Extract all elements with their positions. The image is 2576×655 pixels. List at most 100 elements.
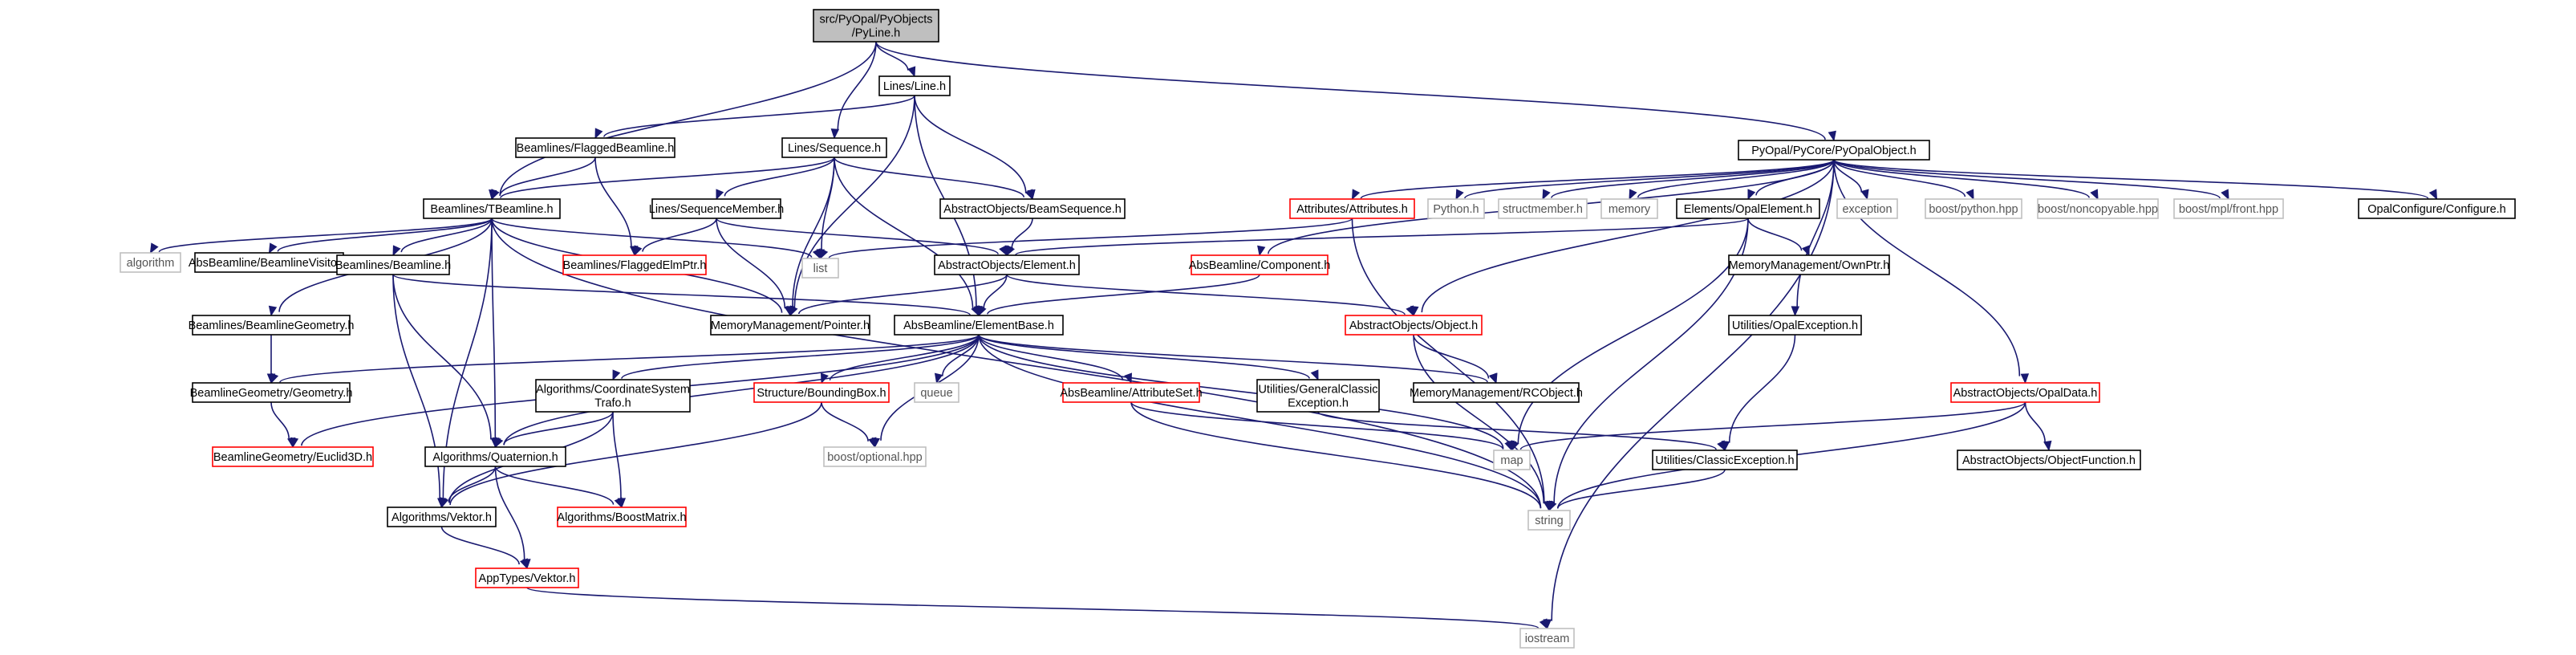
node-opalelement[interactable]: Elements/OpalElement.h bbox=[1676, 198, 1820, 219]
arrowhead bbox=[1965, 189, 1974, 201]
edge-line bbox=[1130, 401, 1542, 509]
node-python: Python.h bbox=[1427, 198, 1485, 219]
arrowhead bbox=[491, 189, 500, 201]
node-sequence[interactable]: Lines/Sequence.h bbox=[781, 137, 887, 158]
node-geometry[interactable]: BeamlineGeometry/Geometry.h bbox=[190, 382, 353, 403]
node-box bbox=[2358, 198, 2516, 219]
edge-line bbox=[1556, 469, 1726, 509]
edge-line bbox=[1011, 218, 1033, 249]
node-box bbox=[515, 137, 675, 158]
node-boostmatrix[interactable]: Algorithms/BoostMatrix.h bbox=[557, 507, 687, 527]
node-rcobject[interactable]: MemoryManagement/RCObject.h bbox=[1410, 382, 1583, 403]
node-box bbox=[194, 252, 344, 273]
node-label: structmember.h bbox=[1503, 203, 1583, 216]
node-box bbox=[813, 9, 939, 43]
node-pointer[interactable]: MemoryManagement/Pointer.h bbox=[710, 315, 870, 336]
edge-line bbox=[594, 157, 632, 247]
node-label: boost/noncopyable.hpp bbox=[2038, 203, 2158, 216]
node-label: Algorithms/CoordinateSystem bbox=[536, 384, 690, 397]
arrowhead bbox=[2020, 373, 2030, 384]
node-pycore[interactable]: PyOpal/PyCore/PyOpalObject.h bbox=[1738, 140, 1930, 161]
arrowhead bbox=[716, 189, 724, 201]
edge-elembase-to-coordtrafo bbox=[612, 334, 980, 381]
node-box bbox=[557, 507, 687, 527]
node-attributes[interactable]: Attributes/Attributes.h bbox=[1289, 198, 1415, 219]
node-flaggedelm[interactable]: Beamlines/FlaggedElmPtr.h bbox=[562, 254, 707, 275]
node-label: MemoryManagement/Pointer.h bbox=[711, 319, 870, 332]
node-object[interactable]: AbstractObjects/Object.h bbox=[1345, 315, 1483, 336]
edge-line bbox=[914, 95, 1027, 193]
node-objfunc[interactable]: AbstractObjects/ObjectFunction.h bbox=[1957, 450, 2141, 470]
edge-line bbox=[716, 218, 999, 255]
edge-line bbox=[1413, 334, 1545, 504]
edge-classicexc-to-string bbox=[1548, 469, 1726, 512]
edge-line bbox=[499, 41, 877, 196]
edge-line bbox=[642, 218, 717, 252]
node-label: Lines/Line.h bbox=[883, 80, 946, 93]
edge-line bbox=[526, 587, 1540, 629]
node-opalconfig[interactable]: OpalConfigure/Configure.h bbox=[2358, 198, 2516, 219]
edge-seqmember-to-flaggedelm bbox=[634, 218, 717, 257]
node-box bbox=[651, 198, 781, 219]
node-classicexc[interactable]: Utilities/ClassicException.h bbox=[1652, 450, 1798, 470]
node-opaldata[interactable]: AbstractObjects/OpalData.h bbox=[1950, 382, 2100, 403]
edge-line bbox=[270, 401, 290, 440]
node-lines_line[interactable]: Lines/Line.h bbox=[878, 75, 951, 96]
edge-opalelement-to-ownptr bbox=[1747, 218, 1810, 257]
node-label: AbstractObjects/BeamSequence.h bbox=[943, 203, 1122, 216]
edge-elembase-to-genclassexc bbox=[978, 334, 1319, 381]
node-quaternion[interactable]: Algorithms/Quaternion.h bbox=[424, 446, 566, 467]
edge-root-to-tbeamline bbox=[489, 41, 877, 201]
node-algorithm: algorithm bbox=[120, 252, 181, 273]
node-flagged_bl[interactable]: Beamlines/FlaggedBeamline.h bbox=[515, 137, 675, 158]
arrowhead bbox=[1310, 369, 1319, 381]
node-beamseq[interactable]: AbstractObjects/BeamSequence.h bbox=[939, 198, 1126, 219]
node-opalexc[interactable]: Utilities/OpalException.h bbox=[1728, 315, 1862, 336]
node-label: AbstractObjects/Object.h bbox=[1349, 319, 1478, 332]
arrowhead bbox=[494, 437, 504, 449]
node-boundingbox[interactable]: Structure/BoundingBox.h bbox=[753, 382, 890, 403]
edge-line bbox=[1360, 159, 1835, 199]
edge-line bbox=[1551, 159, 1835, 199]
arrowhead bbox=[634, 245, 643, 257]
node-beamline[interactable]: Beamlines/Beamline.h bbox=[335, 254, 451, 275]
node-component[interactable]: AbsBeamline/Component.h bbox=[1189, 254, 1331, 275]
arrowhead bbox=[1629, 189, 1637, 201]
edge-line bbox=[1464, 159, 1835, 199]
node-box bbox=[1062, 382, 1200, 403]
arrowhead bbox=[1543, 619, 1552, 630]
node-tbeamline[interactable]: Beamlines/TBeamline.h bbox=[423, 198, 561, 219]
edge-line bbox=[875, 41, 909, 71]
node-aoelement[interactable]: AbstractObjects/Element.h bbox=[934, 254, 1080, 275]
node-elembase[interactable]: AbsBeamline/ElementBase.h bbox=[894, 315, 1064, 336]
edge-line bbox=[503, 334, 980, 445]
edge-line bbox=[798, 274, 1008, 315]
edge-flagged_bl-to-flaggedelm bbox=[594, 157, 639, 257]
edge-line bbox=[1130, 401, 1504, 450]
edge-quaternion-to-boostmatrix bbox=[494, 466, 623, 509]
dependency-edges bbox=[149, 41, 2438, 630]
node-root[interactable]: src/PyOpal/PyObjects/PyLine.h bbox=[813, 9, 939, 43]
node-attrset[interactable]: AbsBeamline/AttributeSet.h bbox=[1060, 382, 1203, 403]
node-label: Exception.h bbox=[1288, 397, 1349, 410]
arrowhead bbox=[149, 242, 159, 254]
node-blvisitor[interactable]: AbsBeamline/BeamlineVisitor.h bbox=[189, 252, 350, 273]
edge-aoelement-to-pointer bbox=[789, 274, 1008, 317]
node-appvektor[interactable]: AppTypes/Vektor.h bbox=[475, 568, 579, 588]
edge-line bbox=[834, 157, 974, 309]
edge-line bbox=[1413, 334, 1490, 379]
dependency-nodes: src/PyOpal/PyObjects/PyLine.hLines/Line.… bbox=[120, 9, 2516, 649]
node-algvektor[interactable]: Algorithms/Vektor.h bbox=[387, 507, 497, 527]
edge-line bbox=[724, 157, 835, 197]
node-box bbox=[1191, 254, 1329, 275]
node-ownptr[interactable]: MemoryManagement/OwnPtr.h bbox=[1728, 254, 1890, 275]
node-box bbox=[1413, 382, 1580, 403]
edge-quaternion-to-appvektor bbox=[494, 466, 531, 570]
node-label: boost/mpl/front.hpp bbox=[2179, 203, 2278, 216]
node-blgeom[interactable]: Beamlines/BeamlineGeometry.h bbox=[189, 315, 355, 336]
node-seqmember[interactable]: Lines/SequenceMember.h bbox=[649, 198, 784, 219]
node-euclid3d[interactable]: BeamlineGeometry/Euclid3D.h bbox=[212, 446, 374, 467]
node-label: Beamlines/FlaggedBeamline.h bbox=[517, 142, 675, 155]
